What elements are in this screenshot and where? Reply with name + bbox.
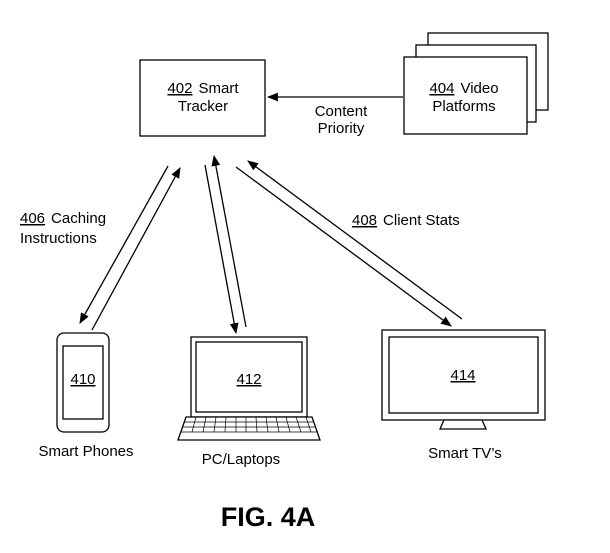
laptop-ref: 412 — [236, 371, 261, 388]
caching-instructions-label-line2: Instructions — [20, 230, 97, 247]
content-priority-label-line2: Priority — [318, 120, 365, 137]
laptop-screen — [195, 341, 303, 413]
tv-downlink-arrow — [235, 166, 452, 327]
smart-phone-device: 410 — [56, 332, 110, 433]
caching-instructions-ref: 406 — [20, 210, 45, 227]
video-platforms-ref: 404 — [429, 80, 454, 97]
smart-tv-label: Smart TV’s — [428, 445, 502, 462]
smart-tv-device: 414 — [381, 329, 546, 430]
caching-instructions-arrow — [79, 165, 169, 324]
tv-screen — [388, 336, 539, 414]
video-platforms-box — [403, 56, 528, 135]
smart-tracker-ref: 402 — [167, 80, 192, 97]
client-stats-arrow — [247, 160, 463, 320]
laptop-label: PC/Laptops — [202, 451, 280, 468]
smart-tv-ref: 414 — [450, 367, 475, 384]
laptop-device: 412 — [177, 336, 321, 441]
figure-label: FIG. 4A — [221, 502, 316, 532]
tv-stand — [438, 419, 488, 430]
phone-uplink-arrow — [91, 167, 181, 331]
laptop-uplink-arrow — [211, 154, 247, 328]
smart-phone-ref: 410 — [70, 371, 95, 388]
client-stats-ref: 408 — [352, 212, 377, 229]
phone-screen — [62, 345, 104, 420]
content-priority-label-line1: Content — [315, 103, 368, 120]
smart-phone-label: Smart Phones — [38, 443, 133, 460]
smart-tracker-box — [139, 59, 266, 137]
smart-tracker-label-line2: Tracker — [178, 98, 228, 115]
laptop-keyboard-keys — [181, 416, 318, 433]
laptop-keyboard-base — [177, 416, 321, 441]
laptop-downlink-arrow — [204, 164, 239, 335]
video-platforms-label-line2: Platforms — [432, 98, 495, 115]
